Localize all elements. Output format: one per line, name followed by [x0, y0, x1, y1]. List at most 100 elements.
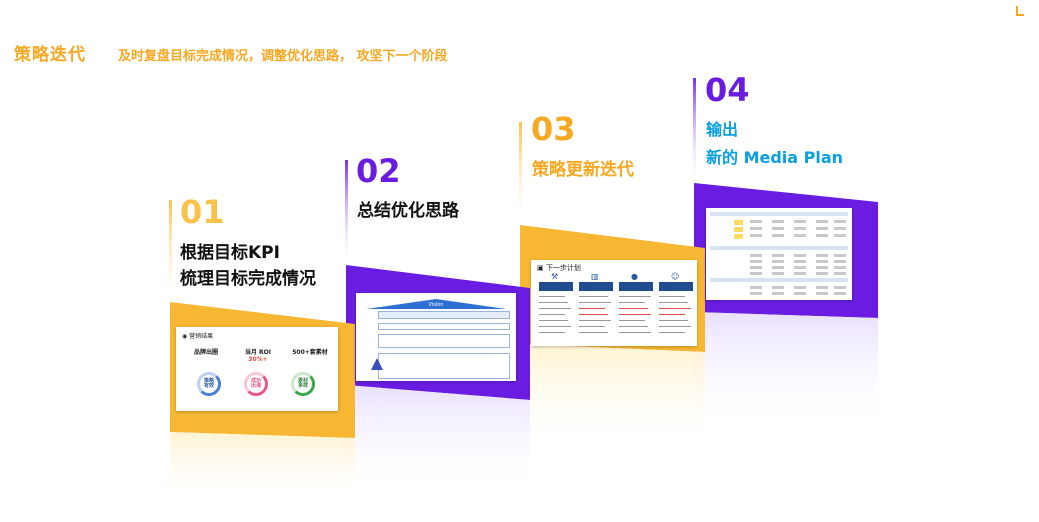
- thumbnail-media-plan: [706, 208, 852, 300]
- text-line: [579, 296, 608, 297]
- table-cell: [794, 286, 806, 289]
- table-cell: [794, 227, 806, 230]
- step-04-line-2: 新的 Media Plan: [706, 148, 844, 167]
- corner-logo-icon: [1016, 6, 1024, 16]
- thumbnail-01-title: ◉ 营销结果: [182, 333, 214, 340]
- text-line: [659, 326, 691, 327]
- table-cell: [794, 260, 806, 263]
- table-cell: [794, 266, 806, 269]
- media-plan-header-2: [710, 246, 848, 250]
- table-cell: [816, 234, 828, 237]
- media-plan-header-3: [710, 278, 848, 282]
- table-cell: [834, 266, 846, 269]
- table-cell: [772, 227, 784, 230]
- table-cell: [794, 234, 806, 237]
- step-03-line-1: 策略更新迭代: [532, 160, 634, 180]
- table-cell: [816, 266, 828, 269]
- step-01-label: 根据目标KPI 梳理目标完成情况: [180, 240, 316, 293]
- thumbnail-02-banner-label: Vision: [428, 302, 444, 308]
- text-line: [579, 320, 611, 321]
- thumbnail-02-banner: [366, 299, 506, 309]
- text-line: [619, 314, 651, 315]
- table-cell: [772, 272, 784, 275]
- table-cell: [750, 286, 762, 289]
- table-cell: [772, 266, 784, 269]
- table-cell: [794, 220, 806, 223]
- step-02-number: 02: [356, 152, 401, 190]
- step-01-line-2: 梳理目标完成情况: [180, 269, 316, 290]
- plan-box-1: [539, 282, 573, 291]
- metric-2: 当月 ROI 30%+: [236, 347, 280, 363]
- table-cell: [772, 292, 784, 295]
- plan-box-2: [579, 282, 613, 291]
- globe-icon: ●: [631, 272, 638, 281]
- table-cell: [794, 254, 806, 257]
- table-cell: [816, 272, 828, 275]
- media-plan-header-1: [710, 212, 848, 216]
- text-line: [579, 302, 611, 303]
- text-line: [659, 308, 691, 309]
- text-line: [539, 320, 568, 321]
- step-04-line-1: 输出: [706, 120, 739, 139]
- pyramid-icon: [371, 358, 383, 370]
- table-cell: [772, 286, 784, 289]
- step-01-reflection: [170, 432, 355, 505]
- text-line: [539, 332, 565, 333]
- text-line: [659, 302, 688, 303]
- table-cell: [750, 234, 762, 237]
- table-cell: [794, 272, 806, 275]
- thumbnail-02-row-1: [378, 311, 510, 319]
- thumbnail-02-row-3: [378, 334, 510, 348]
- text-line: [659, 314, 685, 315]
- text-line: [579, 314, 608, 315]
- media-plan-highlight-3: [734, 234, 743, 239]
- table-cell: [816, 254, 828, 257]
- thumbnail-02-row-2: [378, 323, 510, 330]
- media-plan-highlight-1: [734, 220, 743, 225]
- metric-1: 品牌出圈: [184, 347, 228, 363]
- thumbnail-01-metrics: 品牌出圈 当月 ROI 30%+ 500+套素材: [184, 347, 332, 363]
- text-line: [659, 320, 688, 321]
- thumbnail-marketing-results: ◉ 营销结果 品牌出圈 当月 ROI 30%+ 500+套素材 策略有效 成功出…: [176, 327, 338, 411]
- media-plan-highlight-2: [734, 227, 743, 232]
- table-cell: [750, 272, 762, 275]
- text-line: [539, 314, 565, 315]
- table-cell: [834, 254, 846, 257]
- text-line: [619, 326, 648, 327]
- step-04-bar: [693, 78, 696, 188]
- ring-3: 素材多样: [291, 372, 315, 396]
- table-cell: [772, 260, 784, 263]
- text-line: [619, 302, 645, 303]
- table-cell: [834, 292, 846, 295]
- thumbnail-next-step-plan: ▣ 下一步计划 ⚒ ▥ ● ☺: [531, 260, 697, 346]
- table-cell: [834, 260, 846, 263]
- text-line: [579, 308, 605, 309]
- text-line: [579, 326, 605, 327]
- text-line: [659, 332, 685, 333]
- table-cell: [834, 286, 846, 289]
- table-cell: [750, 227, 762, 230]
- table-cell: [816, 292, 828, 295]
- thumbnail-01-title-text: 营销结果: [189, 333, 214, 340]
- text-line: [539, 308, 571, 309]
- text-line: [539, 326, 571, 327]
- table-cell: [834, 227, 846, 230]
- metric-2-highlight: 30%+: [248, 356, 268, 363]
- step-03-bar: [519, 122, 522, 232]
- table-cell: [834, 220, 846, 223]
- step-02-line-1: 总结优化思路: [357, 201, 459, 221]
- thumbnail-03-title: ▣ 下一步计划: [537, 264, 581, 272]
- table-cell: [750, 254, 762, 257]
- table-cell: [834, 272, 846, 275]
- plan-box-3: [619, 282, 653, 291]
- step-01-line-1: 根据目标KPI: [180, 243, 280, 263]
- page-title: 策略迭代: [14, 45, 86, 65]
- metric-3-label: 500+套素材: [292, 349, 328, 356]
- table-cell: [750, 220, 762, 223]
- table-cell: [750, 292, 762, 295]
- ring-2: 成功出海: [244, 372, 268, 396]
- step-01-bar: [169, 200, 172, 310]
- page-header: 策略迭代 及时复盘目标完成情况，调整优化思路， 攻坚下一个阶段: [14, 40, 448, 65]
